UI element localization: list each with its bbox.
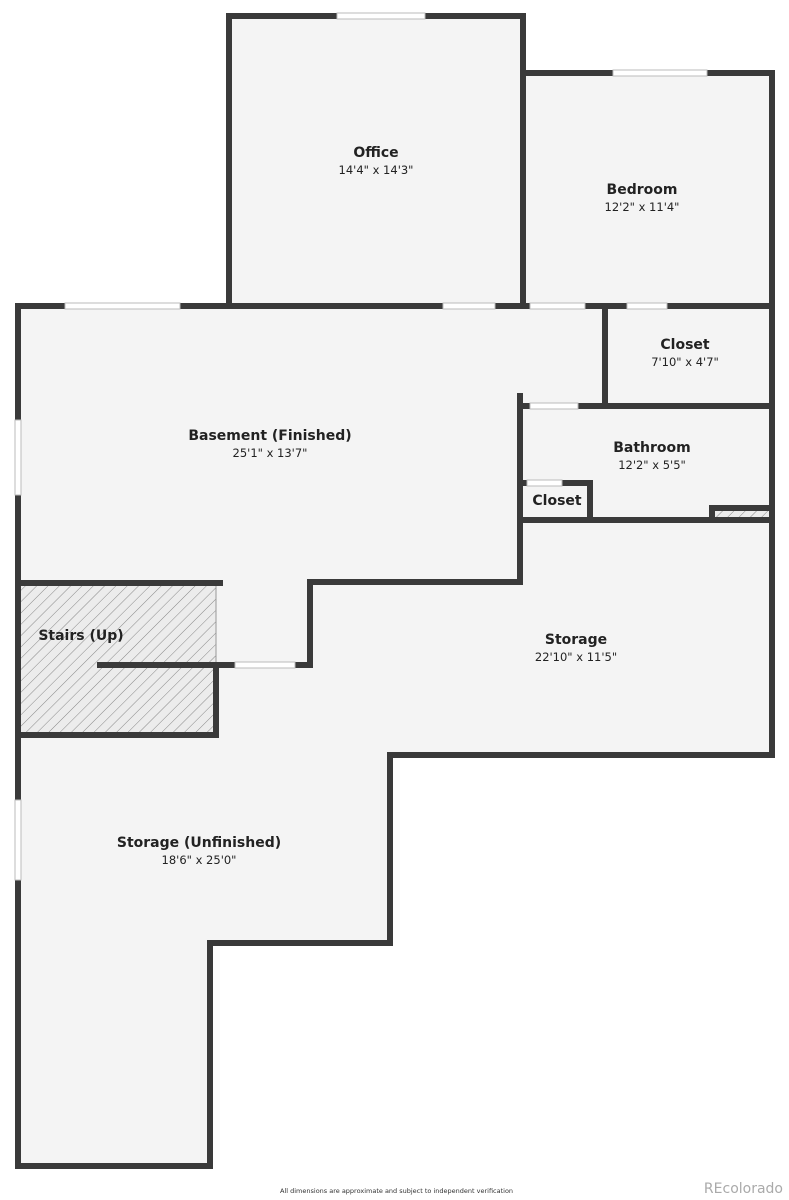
room-bathroom: Bathroom 12'2" x 5'5" [613, 440, 691, 472]
room-name: Closet [660, 337, 710, 353]
room-dims: 12'2" x 11'4" [604, 200, 680, 214]
room-name: Office [353, 145, 399, 161]
room-basement: Basement (Finished) 25'1" x 13'7" [188, 428, 351, 460]
room-dims: 18'6" x 25'0" [161, 853, 237, 867]
room-name: Basement (Finished) [188, 428, 352, 444]
room-name: Closet [532, 493, 582, 509]
room-name: Bedroom [606, 182, 678, 198]
room-name: Storage (Unfinished) [116, 835, 282, 851]
room-dims: 7'10" x 4'7" [651, 355, 719, 369]
room-name: Storage [544, 632, 608, 648]
room-bedroom: Bedroom 12'2" x 11'4" [605, 182, 680, 214]
room-storage: Storage 22'10" x 11'5" [535, 632, 617, 664]
disclaimer: All dimensions are approximate and subje… [280, 1187, 514, 1195]
room-dims: 22'10" x 11'5" [534, 650, 618, 664]
room-stairs: Stairs (Up) [38, 628, 123, 644]
room-name: Stairs (Up) [38, 628, 124, 644]
room-small-closet: Closet [532, 493, 581, 509]
stairs-hatch [21, 586, 216, 735]
brand-watermark: REcolorado [703, 1181, 783, 1197]
room-storage-unfinished: Storage (Unfinished) 18'6" x 25'0" [117, 835, 281, 867]
room-dims: 12'2" x 5'5" [618, 458, 686, 472]
room-office: Office 14'4" x 14'3" [339, 145, 414, 177]
room-dims: 25'1" x 13'7" [232, 446, 308, 460]
room-name: Bathroom [613, 440, 691, 456]
windows-doors [14, 12, 708, 881]
room-closet: Closet 7'10" x 4'7" [651, 337, 719, 369]
room-dims: 14'4" x 14'3" [338, 163, 414, 177]
